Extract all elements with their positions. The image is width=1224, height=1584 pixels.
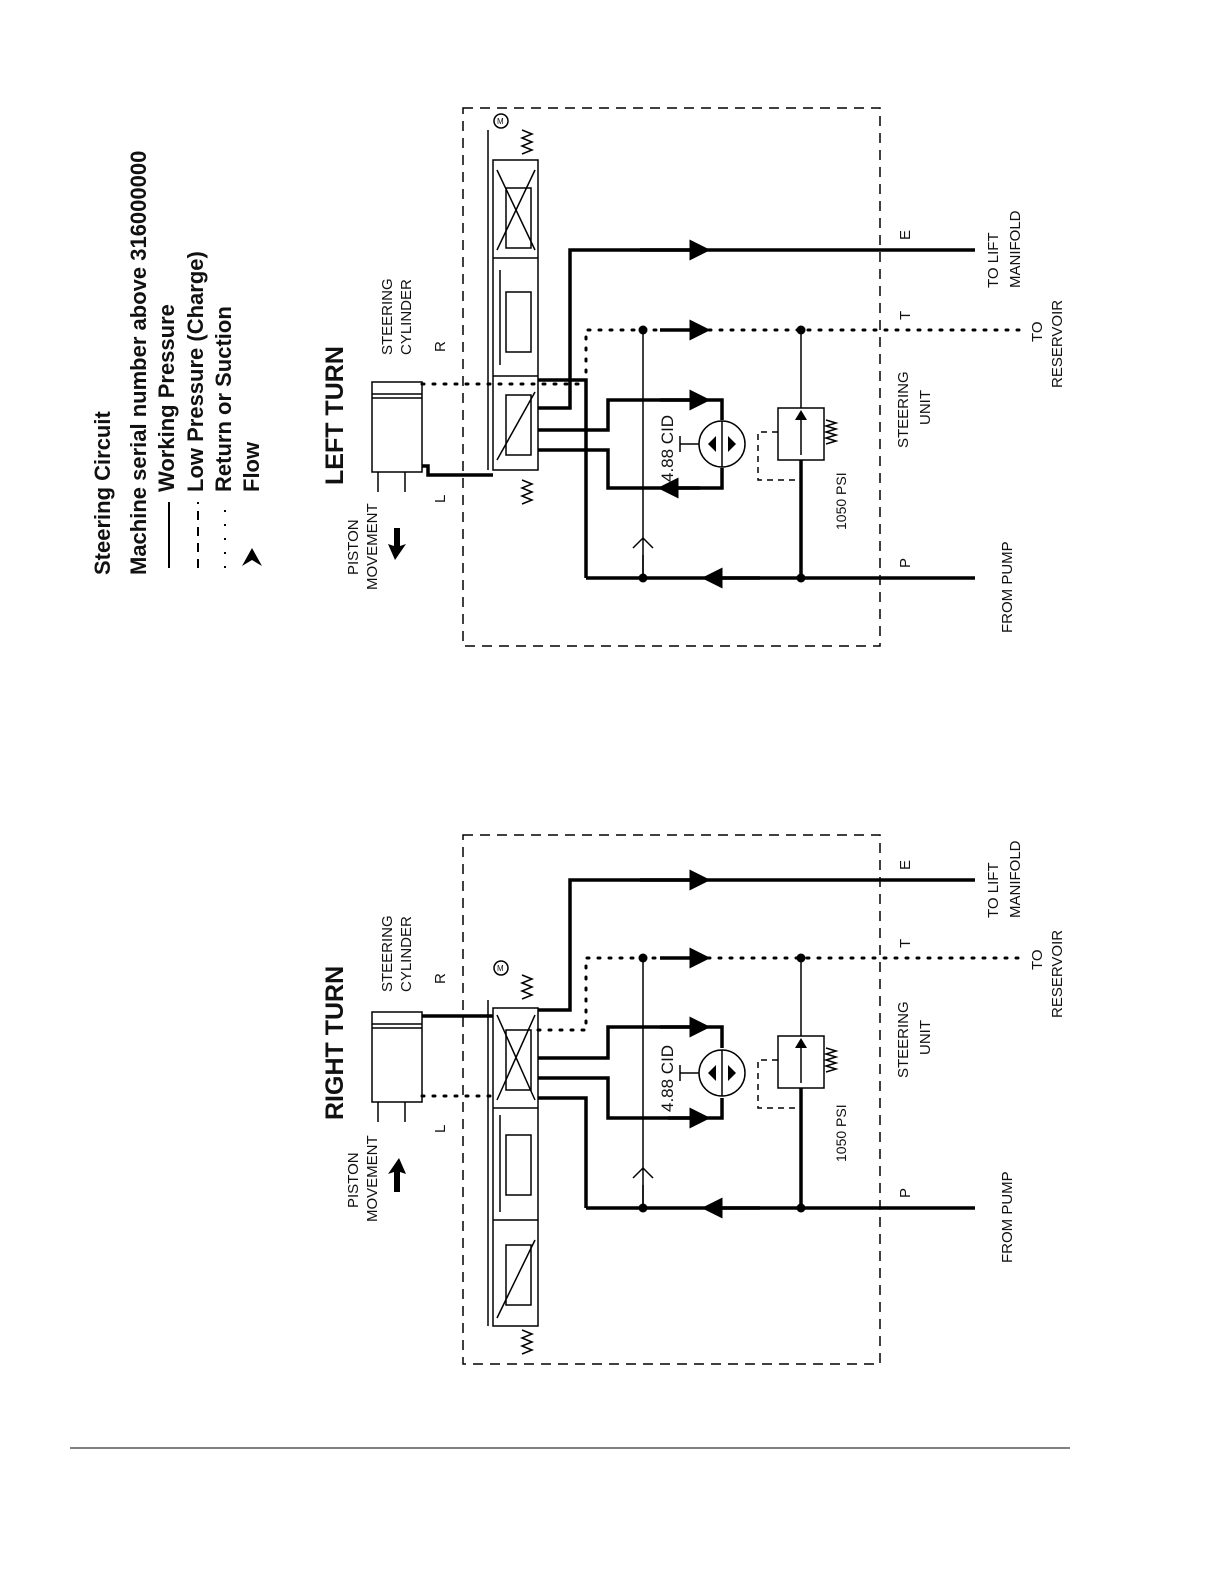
metering-pump (679, 420, 746, 468)
unit-label-line2: UNIT (917, 390, 934, 425)
control-valve-spool: M (487, 960, 539, 1355)
right-turn-heading: RIGHT TURN (321, 966, 349, 1120)
line-meter-top (538, 398, 724, 432)
relief-valve (757, 407, 839, 481)
left-turn-diagram: LEFT TURN PISTON MOVEMENT STEERING CYLIN… (321, 107, 1066, 647)
spring-icon (519, 129, 535, 155)
legend-item-flow: Flow (239, 441, 264, 492)
return-junction-2 (796, 953, 806, 963)
piston-label-line2: MOVEMENT (364, 503, 381, 590)
manifold-label-line1: TO LIFT (985, 862, 1002, 918)
control-valve-spool: M (487, 113, 539, 505)
port-p-label: P (897, 1188, 914, 1198)
right-turn-diagram: RIGHT TURN PISTON MOVEMENT STEERING CYLI… (321, 834, 1066, 1365)
line-pump-spool (538, 1096, 588, 1208)
return-junction (638, 953, 648, 963)
line-to-manifold (538, 248, 975, 410)
port-e-label: E (897, 230, 914, 240)
return-junction-2 (796, 325, 806, 335)
port-e-label: E (897, 860, 914, 870)
line-cyl-L (422, 464, 493, 477)
spring-icon-2 (519, 479, 535, 505)
reservoir-label-line1: TO (1029, 949, 1046, 970)
return-junction (638, 325, 648, 335)
from-pump-label: FROM PUMP (999, 541, 1016, 633)
unit-label-line2: UNIT (917, 1020, 934, 1055)
displacement-label: 4.88 CID (658, 1045, 677, 1112)
piston-label-line1: PISTON (345, 519, 362, 575)
steering-unit-boundary (462, 107, 881, 647)
cylinder-label-line2: CYLINDER (398, 916, 415, 992)
steering-unit-boundary (462, 834, 881, 1365)
reservoir-label-line2: RESERVOIR (1049, 300, 1066, 388)
displacement-label: 4.88 CID (658, 415, 677, 482)
steering-cylinder (371, 1011, 423, 1122)
motor-icon (493, 960, 509, 976)
legend: Steering Circuit Machine serial number a… (90, 151, 264, 575)
manifold-label-line1: TO LIFT (985, 232, 1002, 288)
cylinder-label-line2: CYLINDER (398, 279, 415, 355)
metering-pump (679, 1049, 746, 1097)
reservoir-label-line2: RESERVOIR (1049, 930, 1066, 1018)
line-meter-top (538, 1025, 724, 1060)
motor-symbol: M (497, 964, 504, 973)
port-l-label: L (432, 495, 449, 503)
unit-label-line1: STEERING (895, 371, 912, 448)
port-l-label: L (432, 1125, 449, 1133)
manifold-label-line2: MANIFOLD (1007, 210, 1024, 288)
port-t-label: T (897, 939, 914, 948)
left-turn-heading: LEFT TURN (321, 346, 349, 485)
motor-symbol: M (497, 117, 504, 126)
relief-pressure-label: 1050 PSI (833, 1104, 849, 1162)
legend-title: Steering Circuit (90, 411, 115, 575)
spring-icon-2 (519, 1329, 535, 1355)
piston-label-line2: MOVEMENT (364, 1135, 381, 1222)
line-to-manifold (538, 878, 975, 1012)
piston-label-line1: PISTON (345, 1152, 362, 1208)
legend-item-low: Low Pressure (Charge) (183, 251, 208, 492)
motor-icon (493, 113, 509, 129)
port-r-label: R (432, 341, 449, 352)
cylinder-label-line1: STEERING (379, 278, 396, 355)
line-meter-bottom (538, 448, 724, 490)
piston-up-arrow-icon (388, 528, 406, 560)
junction-dot-2 (796, 573, 806, 583)
port-p-label: P (897, 558, 914, 568)
piston-down-arrow-icon (388, 1158, 406, 1192)
junction-dot-2 (796, 1203, 806, 1213)
steering-cylinder (371, 381, 423, 492)
legend-item-return: Return or Suction (211, 306, 236, 492)
from-pump-label: FROM PUMP (999, 1171, 1016, 1263)
reservoir-label-line1: TO (1029, 321, 1046, 342)
relief-pressure-label: 1050 PSI (833, 472, 849, 530)
port-t-label: T (897, 311, 914, 320)
relief-valve (757, 1035, 839, 1109)
unit-label-line1: STEERING (895, 1001, 912, 1078)
manifold-label-line2: MANIFOLD (1007, 840, 1024, 918)
port-r-label: R (432, 973, 449, 984)
legend-subtitle: Machine serial number above 316000000 (126, 151, 151, 575)
line-meter-bottom (538, 1076, 724, 1120)
spring-icon (519, 974, 535, 1000)
flow-arrow-icon (242, 548, 262, 566)
cylinder-label-line1: STEERING (379, 915, 396, 992)
return-line (536, 956, 1022, 1032)
legend-item-working: Working Pressure (154, 304, 179, 492)
